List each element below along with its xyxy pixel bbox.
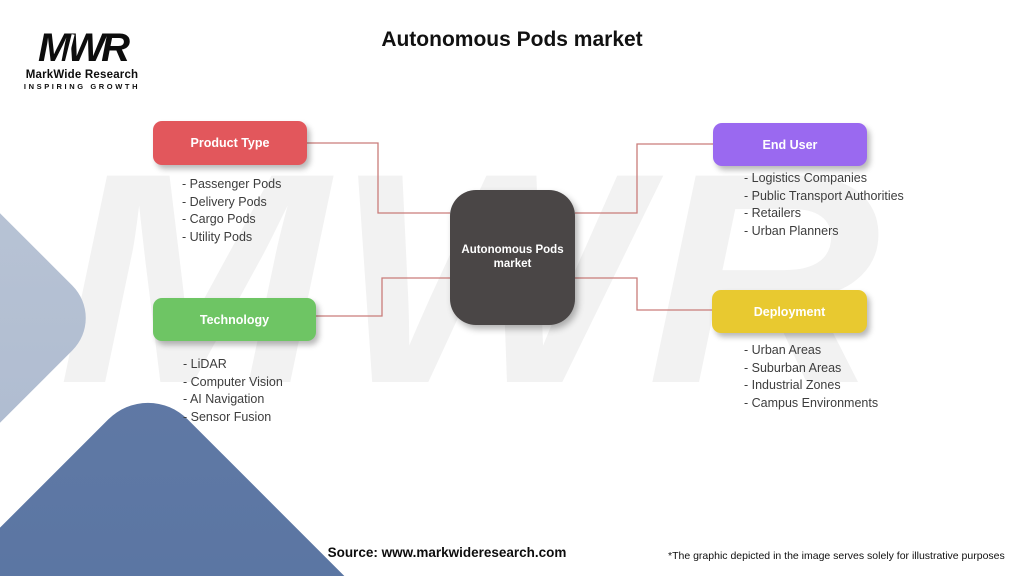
branch-box-technology: Technology (153, 298, 316, 341)
branch-items-deployment: - Urban Areas - Suburban Areas - Industr… (744, 342, 878, 412)
center-node-label: Autonomous Pods market (461, 244, 564, 270)
connector-deployment (575, 277, 712, 311)
list-item: - AI Navigation (183, 392, 265, 407)
branch-items-end-user: - Logistics Companies - Public Transport… (744, 170, 904, 240)
list-item: - LiDAR (183, 357, 227, 371)
connector-technology (316, 277, 450, 317)
logo-tagline: INSPIRING GROWTH (23, 82, 141, 91)
list-item: - Industrial Zones (744, 378, 841, 393)
list-item: - Sensor Fusion (183, 409, 272, 424)
list-item: - Passenger Pods (182, 177, 282, 191)
list-item: - Urban Planners (744, 223, 839, 238)
list-item: - Campus Environments (744, 395, 879, 410)
branch-label-end-user: End User (762, 137, 818, 152)
branch-box-product-type: Product Type (153, 121, 307, 165)
source-line: Source: www.markwideresearch.com (327, 545, 567, 560)
logo-acronym: MWR (38, 26, 130, 70)
logo-name: MarkWide Research (25, 69, 139, 81)
list-item: - Logistics Companies (744, 171, 867, 185)
branch-box-end-user: End User (713, 123, 867, 166)
logo: MWR MarkWide Research INSPIRING GROWTH (22, 28, 142, 91)
list-item: - Delivery Pods (182, 194, 267, 209)
branch-box-deployment: Deployment (712, 290, 867, 333)
center-node: Autonomous Pods market (450, 190, 575, 325)
connector-end-user (575, 143, 713, 214)
branch-label-deployment: Deployment (753, 304, 826, 319)
list-item: - Public Transport Authorities (744, 188, 904, 203)
list-item: - Utility Pods (182, 229, 253, 244)
logo-acronym-text: MWR (38, 26, 130, 70)
list-item: - Retailers (744, 206, 801, 221)
branch-label-technology: Technology (199, 312, 270, 327)
branch-label-product-type: Product Type (190, 136, 270, 150)
list-item: - Computer Vision (183, 374, 283, 389)
branch-items-technology: - LiDAR - Computer Vision - AI Navigatio… (183, 356, 283, 426)
disclaimer: *The graphic depicted in the image serve… (668, 550, 1005, 562)
list-item: - Cargo Pods (182, 212, 256, 227)
page-title: Autonomous Pods market (381, 28, 643, 51)
list-item: - Urban Areas (744, 343, 822, 357)
connector-product-type (307, 142, 450, 214)
branch-items-product-type: - Passenger Pods - Delivery Pods - Cargo… (182, 176, 281, 246)
list-item: - Suburban Areas (744, 360, 842, 375)
